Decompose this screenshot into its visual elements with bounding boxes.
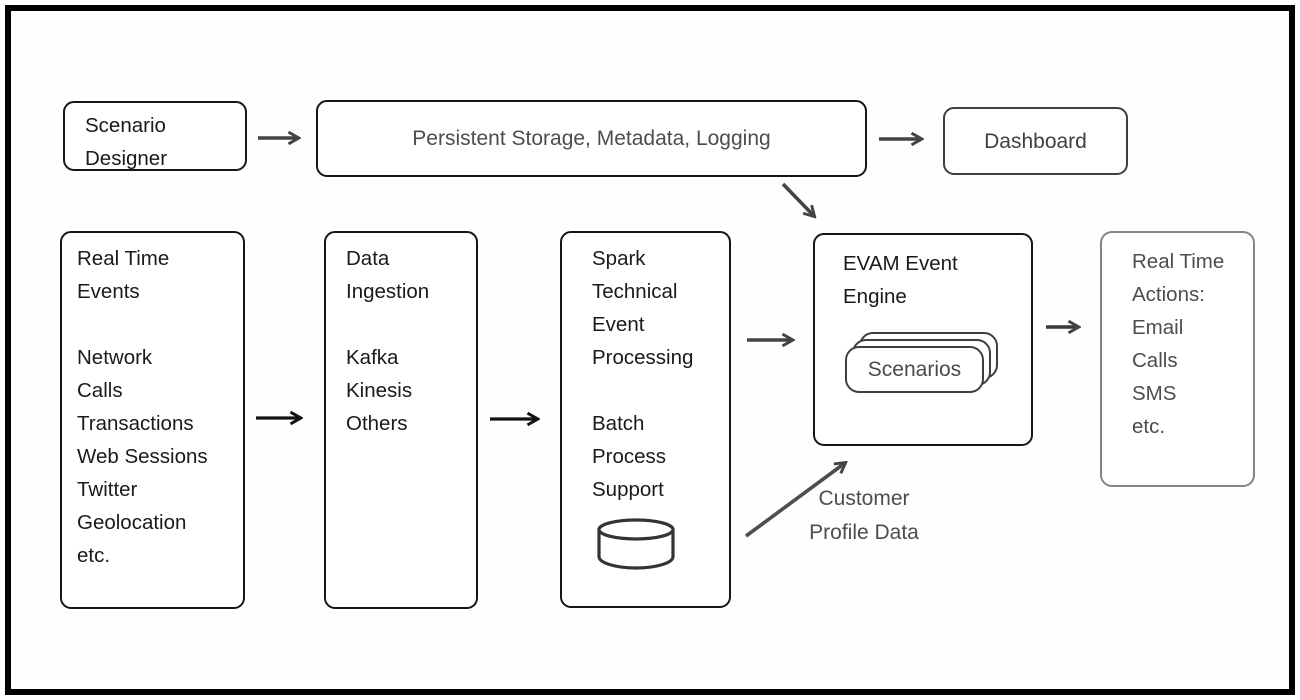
node-real-time-actions: Real Time Actions: Email Calls SMS etc. <box>1100 231 1255 487</box>
event-sources-list: Network Calls Transactions Web Sessions … <box>77 341 237 572</box>
list-item: Geolocation <box>77 511 187 534</box>
node-spark-processing: Spark Technical Event Processing Batch P… <box>560 231 731 608</box>
spark-title: Spark Technical Event Processing <box>592 247 694 369</box>
actions-list: Email Calls SMS etc. <box>1132 311 1253 443</box>
spark-subtitle: Batch Process Support <box>592 412 667 501</box>
node-dashboard: Dashboard <box>943 107 1128 175</box>
dashboard-label: Dashboard <box>984 129 1087 153</box>
list-item: Others <box>346 412 408 435</box>
node-evam-event-engine: EVAM Event Engine Scenarios <box>813 233 1033 446</box>
list-item: Transactions <box>77 412 194 435</box>
persistent-storage-label: Persistent Storage, Metadata, Logging <box>412 127 771 150</box>
database-cylinder-icon <box>597 518 675 570</box>
node-scenario-designer: Scenario Designer <box>63 101 247 171</box>
customer-profile-data-label: Customer Profile Data <box>809 487 919 544</box>
list-item: Network <box>77 346 153 369</box>
list-item: Calls <box>77 379 123 402</box>
scenario-card-front: Scenarios <box>845 346 984 393</box>
scenarios-stack: Scenarios <box>845 332 1005 408</box>
spacer <box>77 308 237 341</box>
scenarios-label: Scenarios <box>867 358 962 381</box>
ingestion-tech-list: Kafka Kinesis Others <box>346 341 472 440</box>
list-item: Calls <box>1132 349 1178 372</box>
list-item: Web Sessions <box>77 445 208 468</box>
spacer <box>592 374 725 407</box>
list-item: etc. <box>1132 415 1166 438</box>
real-time-actions-title: Real Time Actions: <box>1132 250 1225 306</box>
list-item: etc. <box>77 544 111 567</box>
list-item: Email <box>1132 316 1184 339</box>
list-item: Kafka <box>346 346 399 369</box>
list-item: SMS <box>1132 382 1177 405</box>
evam-title: EVAM Event Engine <box>843 252 958 308</box>
node-real-time-events: Real Time Events Network Calls Transacti… <box>60 231 245 609</box>
list-item: Twitter <box>77 478 138 501</box>
arrow-storage-to-evam <box>781 182 814 216</box>
spacer <box>346 308 472 341</box>
real-time-events-title: Real Time Events <box>77 247 170 303</box>
data-ingestion-title: Data Ingestion <box>346 247 430 303</box>
list-item: Kinesis <box>346 379 413 402</box>
node-data-ingestion: Data Ingestion Kafka Kinesis Others <box>324 231 478 609</box>
node-persistent-storage: Persistent Storage, Metadata, Logging <box>316 100 867 177</box>
